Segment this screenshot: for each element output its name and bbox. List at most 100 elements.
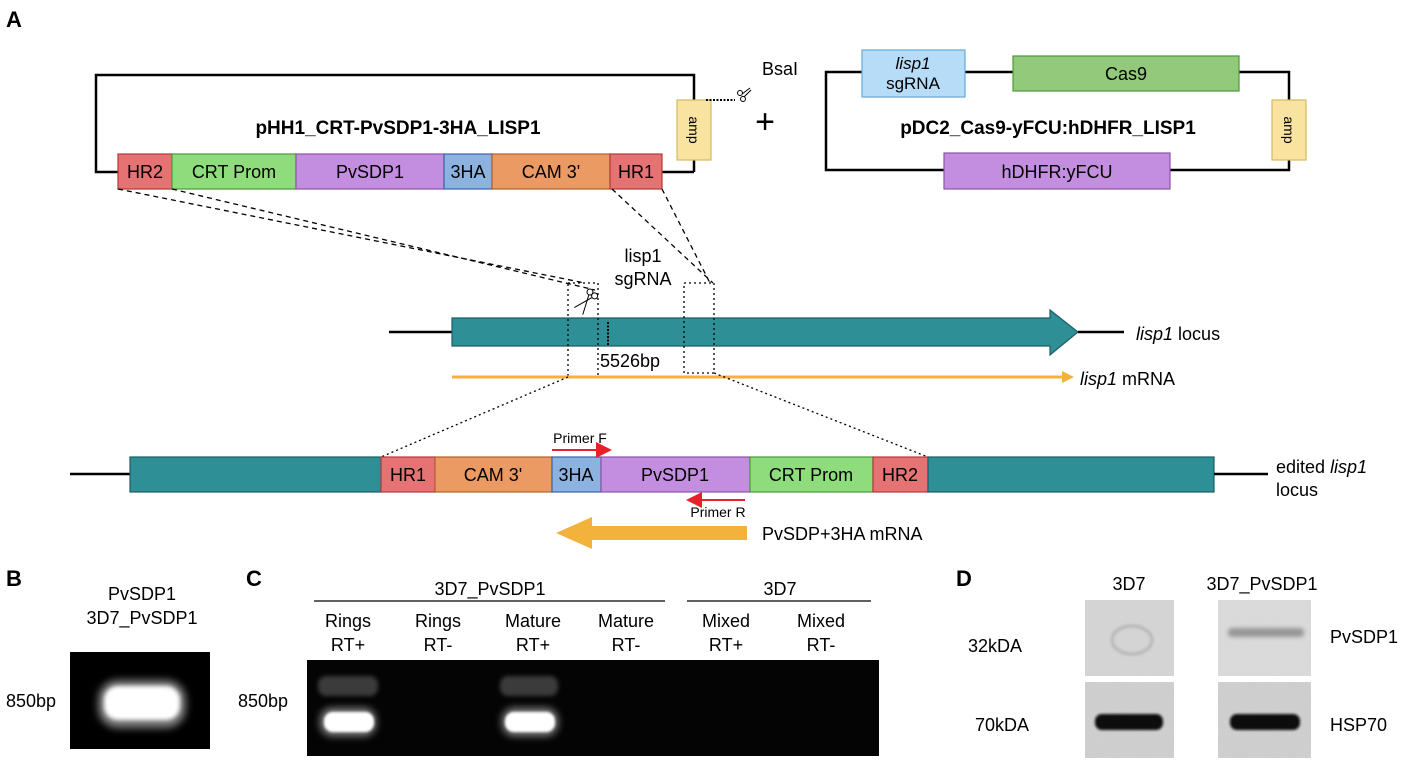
plasmid-1-cam3	[491, 153, 611, 190]
plasmid-1-amp	[676, 99, 712, 161]
plasmid-1-backbone	[94, 73, 696, 174]
edited-crt-prom	[749, 456, 874, 493]
panel-c-group1-label: 3D7_PvSDP1	[434, 579, 545, 600]
edited-locus-label-line1: edited lisp1	[1276, 457, 1367, 477]
lane-1-rt: RT+	[331, 635, 365, 655]
edited-3ha	[551, 456, 602, 493]
lane-3-band	[505, 712, 555, 732]
panel-letter-c: C	[246, 566, 262, 591]
cut-site-bp-label: 5526bp	[600, 351, 660, 371]
homology-mapping-lines	[117, 188, 714, 291]
edited-hr1	[380, 456, 436, 493]
panel-d-row2-protein: HSP70	[1330, 715, 1387, 735]
plasmid-2-backbone-bottom-right	[1170, 160, 1291, 172]
cut-site-box-right	[683, 282, 715, 374]
panel-d-blots	[1085, 600, 1311, 758]
edited-hr1-label: HR1	[390, 465, 426, 485]
lane-1-smear	[318, 676, 378, 696]
lisp1-locus-label: lisp1 locus	[1136, 324, 1220, 344]
edited-locus: HR1 CAM 3' 3HA PvSDP1 CRT Prom HR2 edite…	[70, 430, 1367, 549]
blot-pvsdp1-band	[1228, 628, 1304, 637]
primer-r-label: Primer R	[690, 504, 745, 520]
lisp1-locus: lisp1 locus 5526bp lisp1 mRNA	[389, 282, 1220, 389]
panel-c-gel	[307, 660, 879, 756]
plus-sign: +	[755, 103, 775, 141]
bsai-scissors-icon	[737, 87, 752, 102]
plasmid-1-pvsdp1	[295, 153, 445, 190]
plasmid-2-sgrna-label: sgRNA	[886, 74, 941, 93]
pvsdp-3ha-mrna-arrow	[556, 517, 747, 549]
edited-pvsdp1-label: PvSDP1	[641, 465, 709, 485]
panel-b-gel	[70, 652, 210, 749]
panel-b-size-label: 850bp	[6, 691, 56, 711]
bsai-label: BsaI	[762, 59, 798, 79]
lane-5-rt: RT+	[709, 635, 743, 655]
lane-3-smear	[500, 676, 558, 696]
lisp1-mrna-label: lisp1 mRNA	[1080, 369, 1175, 389]
panel-d-row1-size: 32kDA	[968, 636, 1022, 656]
plasmid-1: pHH1_CRT-PvSDP1-3HA_LISP1 HR2 CRT Prom P…	[94, 59, 798, 190]
panel-c-group2-label: 3D7	[763, 579, 796, 599]
panel-letter-b: B	[6, 566, 22, 591]
cut-site-box-left	[567, 282, 599, 378]
panel-d-col2-label: 3D7_PvSDP1	[1206, 574, 1317, 595]
plasmid-1-hr2	[117, 153, 173, 190]
plasmid-1-title: pHH1_CRT-PvSDP1-3HA_LISP1	[255, 118, 541, 139]
sgrna-label-line2: sgRNA	[614, 269, 671, 289]
sgrna-label-line1: lisp1	[624, 246, 661, 266]
lane-6-label: Mixed	[797, 611, 845, 631]
edited-hr2-label: HR2	[882, 465, 918, 485]
lane-3-label: Mature	[505, 611, 561, 631]
panel-d-col1-label: 3D7	[1112, 574, 1145, 594]
lane-3-rt: RT+	[516, 635, 550, 655]
edited-mapping-left	[380, 376, 569, 458]
panel-d-row1-protein: PvSDP1	[1330, 627, 1398, 647]
lane-4-label: Mature	[598, 611, 654, 631]
lisp1-mrna-arrowhead	[1062, 371, 1074, 383]
edited-3ha-label: 3HA	[558, 465, 593, 485]
plasmid-2-hdhfr	[943, 152, 1171, 190]
edited-locus-left-flank	[129, 456, 382, 493]
plasmid-1-pvsdp1-label: PvSDP1	[336, 162, 404, 182]
cas9-scissors-icon	[574, 288, 599, 315]
edited-crt-prom-label: CRT Prom	[769, 465, 853, 485]
lane-4-rt: RT-	[612, 635, 641, 655]
edited-pvsdp1	[600, 456, 751, 493]
plasmid-1-hr2-label: HR2	[127, 162, 163, 182]
plasmid-2: lisp1 sgRNA Cas9 pDC2_Cas9-yFCU:hDHFR_LI…	[824, 49, 1307, 190]
panel-b-band	[104, 686, 180, 720]
blot-3d7-hsp70-band	[1095, 714, 1163, 730]
edited-hr2	[872, 456, 929, 493]
plasmid-1-crt-prom-label: CRT Prom	[192, 162, 276, 182]
plasmid-1-3ha-label: 3HA	[450, 162, 485, 182]
plasmid-2-backbone-top-right	[1239, 70, 1291, 100]
plasmid-1-hr1-label: HR1	[618, 162, 654, 182]
pvsdp-3ha-mrna-label: PvSDP+3HA mRNA	[762, 524, 923, 544]
plasmid-1-3ha	[443, 153, 493, 190]
plasmid-2-backbone-left	[824, 70, 944, 172]
primer-f-label: Primer F	[553, 430, 607, 446]
blot-pvsdp1-hsp70-band	[1230, 714, 1300, 730]
panel-letter-a: A	[6, 7, 22, 32]
panel-letter-d: D	[956, 566, 972, 591]
plasmid-2-hdhfr-label: hDHFR:yFCU	[1002, 162, 1113, 182]
panel-c-gel-background	[307, 660, 879, 756]
plasmid-1-amp-label: amp	[686, 116, 702, 143]
lane-2-rt: RT-	[424, 635, 453, 655]
edited-locus-label-line2: locus	[1276, 480, 1318, 500]
lane-6-rt: RT-	[807, 635, 836, 655]
plasmid-1-crt-prom	[171, 153, 297, 190]
plasmid-2-sgrna-label-italic: lisp1	[896, 54, 931, 73]
plasmid-1-hr1	[609, 153, 663, 190]
lane-5-label: Mixed	[702, 611, 750, 631]
lane-1-label: Rings	[325, 611, 371, 631]
lane-1-band	[324, 712, 374, 732]
panel-c-lane-labels: Rings RT+ Rings RT- Mature RT+ Mature RT…	[325, 611, 845, 655]
panel-d-row2-size: 70kDA	[975, 715, 1029, 735]
edited-locus-right-flank	[927, 456, 1215, 493]
plasmid-1-cam3-label: CAM 3'	[522, 162, 580, 182]
panel-b-title-line2: 3D7_PvSDP1	[86, 608, 197, 629]
panel-c-size-label: 850bp	[238, 691, 288, 711]
plasmid-2-amp-label: amp	[1281, 116, 1297, 143]
plasmid-2-amp	[1271, 99, 1307, 161]
